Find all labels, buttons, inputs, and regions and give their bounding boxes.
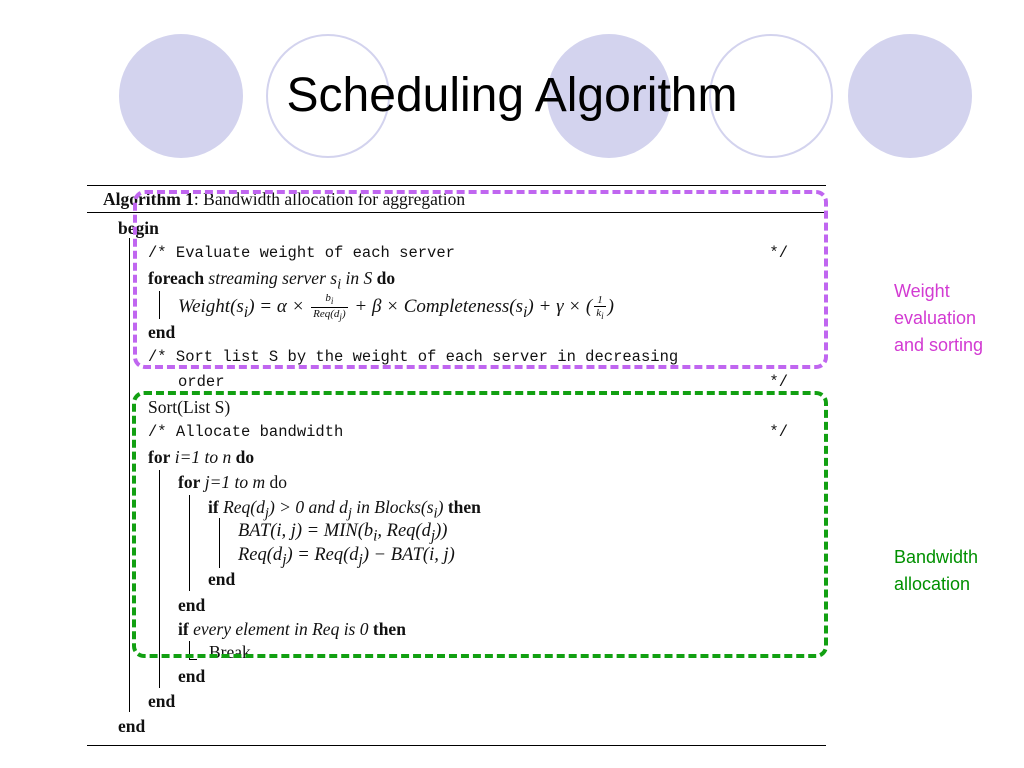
foreach-bar xyxy=(159,291,160,319)
comment-close: */ xyxy=(769,373,788,391)
begin-bar xyxy=(129,238,130,712)
decor-circle xyxy=(119,34,243,158)
weight-note: Weight evaluation and sorting xyxy=(894,281,984,355)
comment-sort-cont: order */ xyxy=(178,371,808,393)
for-i-bar xyxy=(159,470,160,688)
bat-assignment: BAT(i, j) = MIN(bi, Req(dj)) xyxy=(238,521,448,545)
caption-text: : Bandwidth allocation for aggregation xyxy=(193,189,466,209)
foreach-keyword: foreach xyxy=(148,268,205,288)
for-j-bar xyxy=(189,495,190,591)
foreach-body: streaming server si in S xyxy=(208,268,377,293)
decor-circle xyxy=(266,34,390,158)
comment-allocate: /* Allocate bandwidth */ xyxy=(148,421,808,443)
comment-allocate-text: /* Allocate bandwidth xyxy=(148,423,344,441)
break-tick xyxy=(189,659,197,660)
comment-sort: /* Sort list S by the weight of each ser… xyxy=(148,348,679,366)
foreach-line: foreach streaming server si in S do xyxy=(148,267,395,296)
bandwidth-highlight-box xyxy=(132,391,828,658)
req-update: Req(dj) = Req(dj) − BAT(i, j) xyxy=(238,545,455,569)
weight-highlight-box xyxy=(133,190,828,369)
do-keyword: do xyxy=(376,268,396,288)
comment-evaluate: /* Evaluate weight of each server */ xyxy=(148,242,808,264)
end-for-i: end xyxy=(148,691,176,711)
caption-rule xyxy=(87,212,826,213)
bandwidth-note: Bandwidth allocation xyxy=(894,547,979,594)
decor-circle xyxy=(709,34,833,158)
end-if-every: end xyxy=(178,666,206,686)
for-i-line: for i=1 to n do xyxy=(148,447,255,467)
comment-sort-order: order xyxy=(178,373,225,391)
decor-circle xyxy=(848,34,972,158)
if-every-line: if every element in Req is 0 then xyxy=(178,619,406,639)
if-bar xyxy=(219,518,220,568)
end-foreach: end xyxy=(148,322,176,342)
sort-call: Sort(List S) xyxy=(148,397,231,417)
begin-keyword: begin xyxy=(118,218,159,238)
comment-close: */ xyxy=(769,423,788,441)
top-rule xyxy=(87,185,826,186)
decor-circle xyxy=(547,34,671,158)
break-bar xyxy=(189,641,190,659)
comment-evaluate-text: /* Evaluate weight of each server xyxy=(148,244,455,262)
for-j-line: for j=1 to m do xyxy=(178,472,288,492)
if-line: if Req(dj) > 0 and dj in Blocks(si) then xyxy=(208,497,481,522)
bottom-rule xyxy=(87,745,826,746)
end-if: end xyxy=(208,569,236,589)
end-for-j: end xyxy=(178,595,206,615)
algorithm-caption: Algorithm 1: Bandwidth allocation for ag… xyxy=(103,188,465,210)
caption-label: Algorithm 1 xyxy=(103,189,194,209)
algorithm-box: Algorithm 1: Bandwidth allocation for ag… xyxy=(87,185,826,747)
slide-title: Scheduling Algorithm xyxy=(286,69,738,122)
end-begin: end xyxy=(118,716,146,736)
comment-close: */ xyxy=(769,244,788,262)
